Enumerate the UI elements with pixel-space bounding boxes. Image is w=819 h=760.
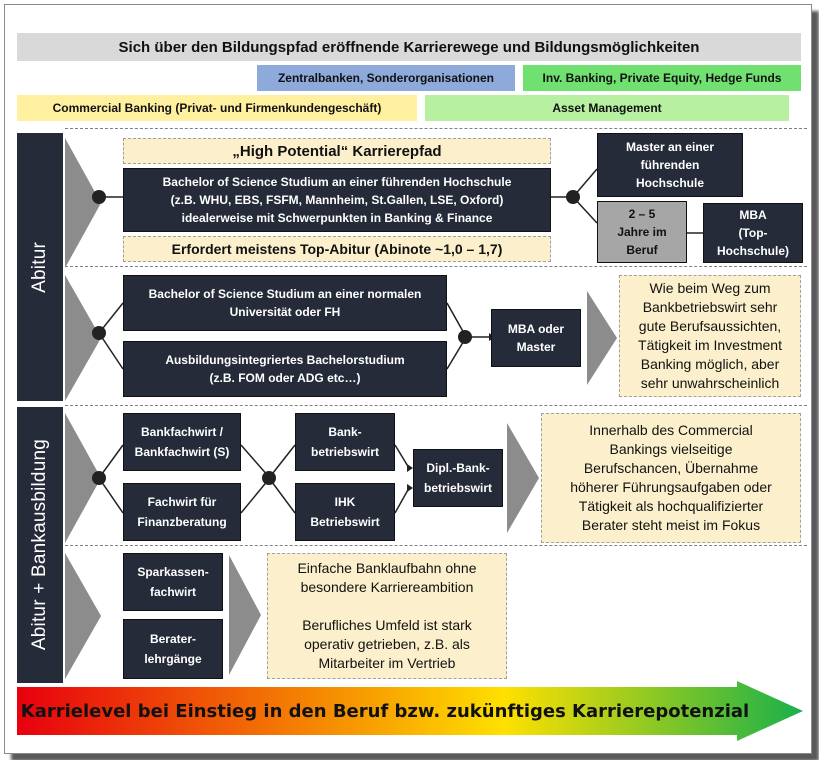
junction-dot [92, 471, 106, 485]
years-in-job: 2 – 5 Jahre im Beruf [597, 201, 687, 263]
junction-dot [262, 471, 276, 485]
fachwirt-finanzberatung: Fachwirt für Finanzberatung [123, 483, 241, 541]
sparkassenfachwirt: Sparkassen- fachwirt [123, 553, 223, 611]
chevron-arrow [229, 555, 261, 675]
master-top-university: Master an einer führenden Hochschule [597, 133, 743, 197]
section-separator [65, 128, 807, 129]
chevron-arrow [587, 291, 617, 385]
bankfachwirt: Bankfachwirt / Bankfachwirt (S) [123, 413, 241, 471]
mba-or-master: MBA oder Master [491, 309, 581, 367]
career-level-arrow: Karrielevel bei Einstieg in den Beruf bz… [17, 681, 805, 741]
dipl-bankbetriebswirt: Dipl.-Bank- betriebswirt [413, 449, 503, 507]
integrated-bachelor: Ausbildungsintegriertes Bachelorstudium … [123, 341, 447, 397]
sidebar-abitur: Abitur [17, 133, 63, 401]
chevron-arrow [65, 553, 101, 679]
label-central-banks: Zentralbanken, Sonderorganisationen [257, 65, 515, 91]
section-separator [65, 545, 807, 546]
junction-dot [92, 190, 106, 204]
sidebar-abitur-bank: Abitur + Bankausbildung [17, 407, 63, 683]
label-commercial-banking: Commercial Banking (Privat- und Firmenku… [17, 95, 417, 121]
diagram-title: Sich über den Bildungspfad eröffnende Ka… [17, 33, 801, 61]
bachelor-normal-university: Bachelor of Science Studium an einer nor… [123, 275, 447, 331]
chevron-arrow [65, 138, 101, 268]
junction-dot [566, 190, 580, 204]
beraterlehrgaenge: Berater- lehrgänge [123, 619, 223, 679]
junction-dot [458, 330, 472, 344]
chevron-arrow [65, 275, 101, 401]
junction-dot [92, 326, 106, 340]
chevron-arrow [507, 423, 539, 533]
bankbetriebswirt: Bank- betriebswirt [295, 413, 395, 471]
ihk-betriebswirt: IHK Betriebswirt [295, 483, 395, 541]
bachelor-top-university: Bachelor of Science Studium an einer füh… [123, 168, 551, 232]
high-potential-heading: „High Potential“ Karrierepfad [123, 138, 551, 164]
connector-layer [65, 138, 709, 679]
label-asset-management: Asset Management [425, 95, 789, 121]
career-level-label: Karrielevel bei Einstieg in den Beruf bz… [20, 700, 750, 722]
note-normal-path: Wie beim Weg zum Bankbetriebswirt sehr g… [619, 275, 801, 397]
career-level-arrow-shape [17, 681, 803, 741]
career-path-diagram: Sich über den Bildungspfad eröffnende Ka… [4, 4, 812, 754]
note-sparkasse-path: Einfache Banklaufbahn ohne besondere Kar… [267, 553, 507, 679]
section-separator [65, 266, 807, 267]
mba-top-university: MBA (Top- Hochschule) [703, 203, 803, 263]
top-abitur-requirement: Erfordert meistens Top-Abitur (Abinote ~… [123, 236, 551, 262]
label-ib-pe-hf: Inv. Banking, Private Equity, Hedge Fund… [523, 65, 801, 91]
note-bank-path: Innerhalb des Commercial Bankings vielse… [541, 413, 801, 543]
chevron-arrow [65, 413, 101, 543]
section-separator [65, 405, 807, 406]
